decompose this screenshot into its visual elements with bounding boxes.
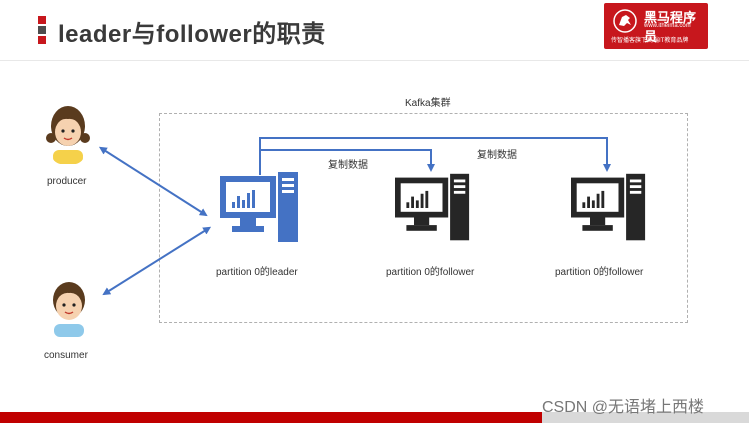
footer-bar-gray bbox=[542, 412, 749, 423]
producer-leader-arrow bbox=[98, 146, 208, 217]
follower-server-icon-2 bbox=[571, 173, 646, 241]
brand-logo: 黑马程序员 www.itheima.com 传智播客旗下高端IT教育品牌 bbox=[604, 3, 708, 49]
kafka-cluster-box bbox=[159, 113, 688, 323]
leader-server-icon bbox=[220, 172, 298, 242]
title-divider bbox=[0, 60, 749, 61]
page-title: leader与follower的职责 bbox=[58, 21, 326, 48]
consumer-person-icon bbox=[53, 282, 85, 337]
title-marker-icon bbox=[38, 16, 46, 44]
leader-consumer-arrow bbox=[102, 226, 212, 296]
logo-url: www.itheima.com bbox=[644, 23, 691, 29]
cluster-label: Kafka集群 bbox=[405, 98, 451, 109]
follower-label-1: partition 0的follower bbox=[386, 267, 475, 278]
follower-server-icon-1 bbox=[395, 173, 470, 241]
producer-person-icon bbox=[46, 106, 90, 164]
follower-label-2: partition 0的follower bbox=[555, 267, 644, 278]
logo-slogan: 传智播客旗下高端IT教育品牌 bbox=[611, 38, 689, 44]
logo-name: 黑马程序员 bbox=[644, 10, 697, 44]
leader-label: partition 0的leader bbox=[216, 267, 298, 278]
horse-logo-icon bbox=[613, 9, 637, 33]
replicate-arrow-2 bbox=[259, 137, 611, 172]
footer-bar bbox=[0, 412, 749, 423]
copy-data-label-1: 复制数据 bbox=[328, 160, 368, 171]
copy-data-label-2: 复制数据 bbox=[477, 150, 517, 161]
producer-label: producer bbox=[47, 176, 87, 187]
csdn-watermark: CSDN @无语堵上西楼 bbox=[542, 399, 705, 416]
replicate-arrow-1 bbox=[259, 149, 435, 175]
title-bar: leader与follower的职责 黑马程序员 www.itheima.com… bbox=[0, 0, 749, 60]
consumer-label: consumer bbox=[44, 350, 88, 361]
